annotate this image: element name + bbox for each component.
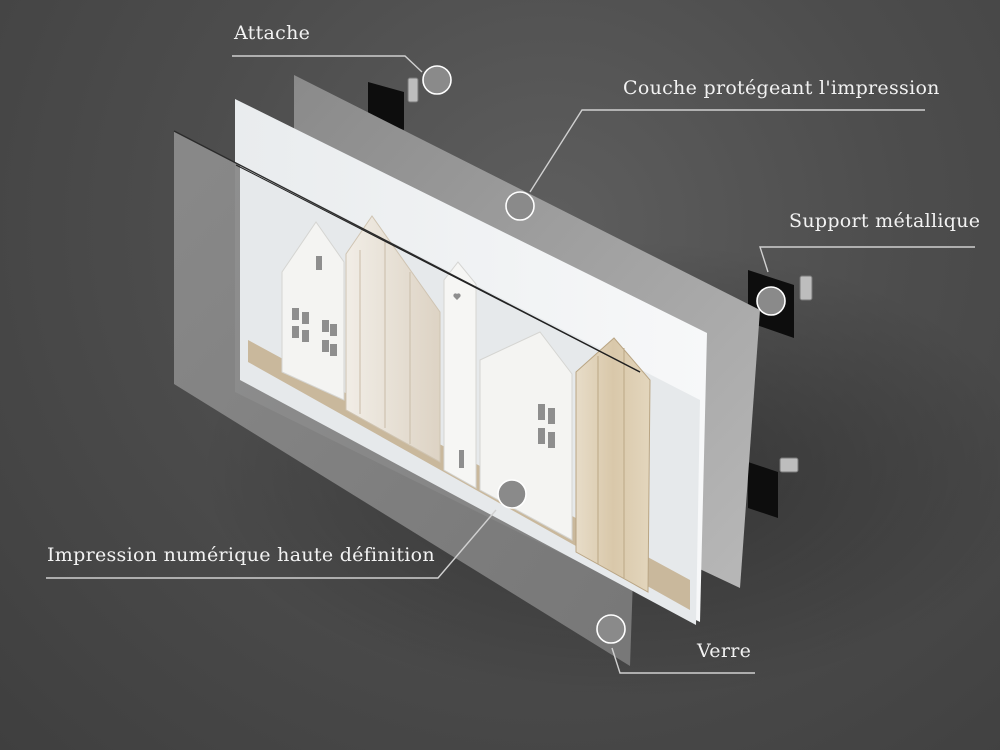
- label-couche: Couche protégeant l'impression: [623, 77, 940, 99]
- house-window: [322, 320, 329, 332]
- house-window: [330, 344, 337, 356]
- printed-image: [240, 164, 700, 625]
- hook-right: [799, 275, 813, 301]
- house-natural-wood: [575, 337, 651, 593]
- house-window: [538, 428, 545, 444]
- mount-square-bottom-right: [748, 462, 778, 518]
- house-window: [330, 324, 337, 336]
- house-door: [459, 450, 464, 468]
- house-window: [322, 340, 329, 352]
- house-window: [548, 408, 555, 424]
- house-window: [302, 312, 309, 324]
- hook-bottom: [779, 457, 799, 473]
- house-tall-narrow: [443, 261, 477, 489]
- callout-lines: [46, 55, 975, 674]
- hook-top: [407, 77, 419, 103]
- marker-couche: [505, 191, 535, 221]
- house-window: [292, 326, 299, 338]
- house-window: [538, 404, 545, 420]
- house-window: [548, 432, 555, 448]
- callout-line-support: [759, 246, 975, 273]
- house-window: [316, 256, 322, 270]
- callout-line-attache: [232, 55, 423, 73]
- marker-verre: [596, 614, 626, 644]
- house-window: [302, 330, 309, 342]
- callout-line-verre: [611, 647, 755, 674]
- marker-support: [756, 286, 786, 316]
- callout-line-couche: [529, 109, 925, 193]
- label-support: Support métallique: [789, 210, 981, 232]
- glass-inner-edge: [235, 164, 641, 373]
- attache-hooks: [407, 77, 813, 473]
- callout-line-impression: [46, 509, 497, 579]
- marker-attache: [422, 65, 452, 95]
- label-verre: Verre: [697, 640, 752, 662]
- label-impression: Impression numérique haute définition: [47, 544, 435, 566]
- marker-impression: [497, 479, 527, 509]
- heart-icon: [453, 293, 461, 300]
- metal-mount-brackets: [368, 82, 794, 518]
- house-wood-whitewashed: [345, 215, 441, 463]
- house-white-1: [281, 221, 345, 401]
- house-window: [292, 308, 299, 320]
- callout-markers: [422, 65, 786, 644]
- label-attache: Attache: [234, 22, 311, 44]
